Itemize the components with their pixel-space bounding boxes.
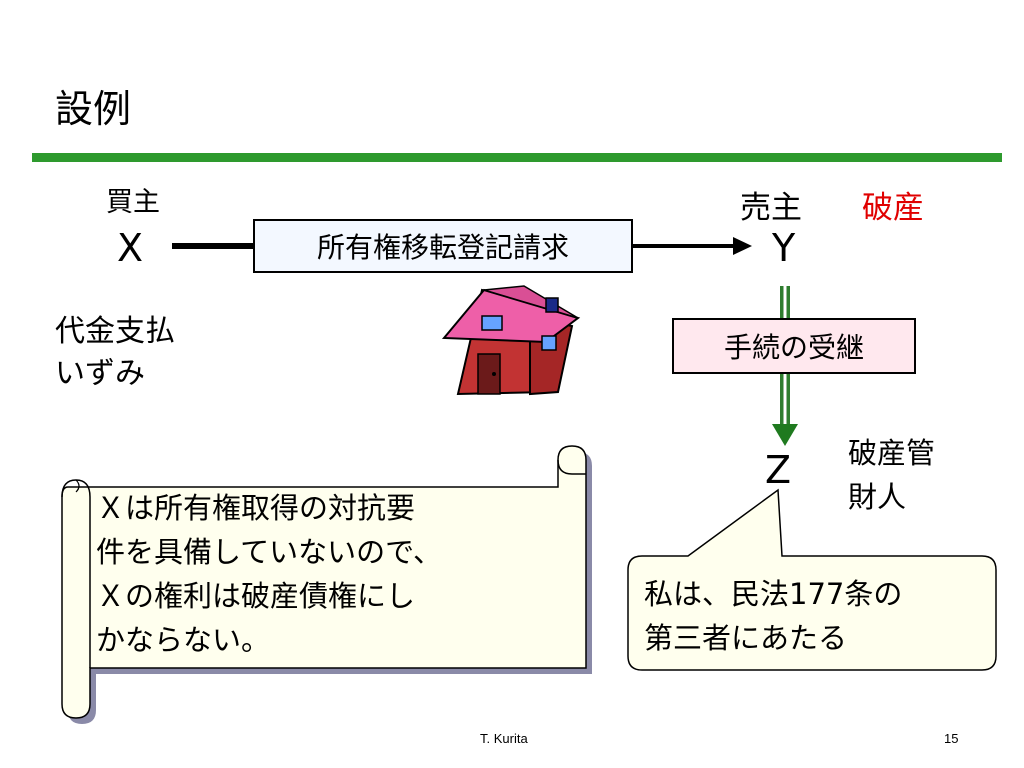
seller-party-label: Y (772, 226, 796, 270)
seller-bankrupt-label: 破産 (862, 190, 924, 226)
seller-role-label: 売主 (740, 190, 802, 226)
page-title: 設例 (55, 87, 132, 131)
scroll-line: Ｘの権利は破産債権にし (96, 579, 416, 613)
speech-callout (627, 488, 997, 671)
buyer-role-label: 買主 (106, 187, 160, 218)
footer-page-number: 15 (944, 731, 959, 746)
claim-box: 所有権移転登記請求 (253, 219, 633, 273)
buyer-party-label: X (117, 226, 144, 270)
succession-box: 手続の受継 (672, 318, 916, 374)
buyer-note-line-2: いずみ (55, 356, 145, 391)
scroll-shape (61, 445, 592, 724)
callout-text: 私は、民法177条の 第三者にあたる (644, 572, 994, 660)
callout-line: 私は、民法177条の (644, 577, 903, 611)
title-divider (32, 153, 1002, 162)
trustee-role-line-2: 財人 (848, 480, 907, 514)
scroll-line: 件を具備していないので、 (96, 535, 442, 569)
trustee-party-label: Z (765, 448, 792, 492)
scroll-line: かならない。 (96, 623, 271, 657)
house-icon (441, 285, 581, 396)
scroll-text: Ｘは所有権取得の対抗要 件を具備していないので、 Ｘの権利は破産債権にし かなら… (96, 486, 556, 662)
callout-line: 第三者にあたる (644, 621, 848, 655)
claim-arrow (172, 237, 752, 255)
trustee-role-line-1: 破産管 (848, 436, 936, 470)
scroll-line: Ｘは所有権取得の対抗要 (96, 491, 416, 525)
footer-author: T. Kurita (480, 731, 528, 746)
buyer-note-line-1: 代金支払 (55, 314, 175, 349)
